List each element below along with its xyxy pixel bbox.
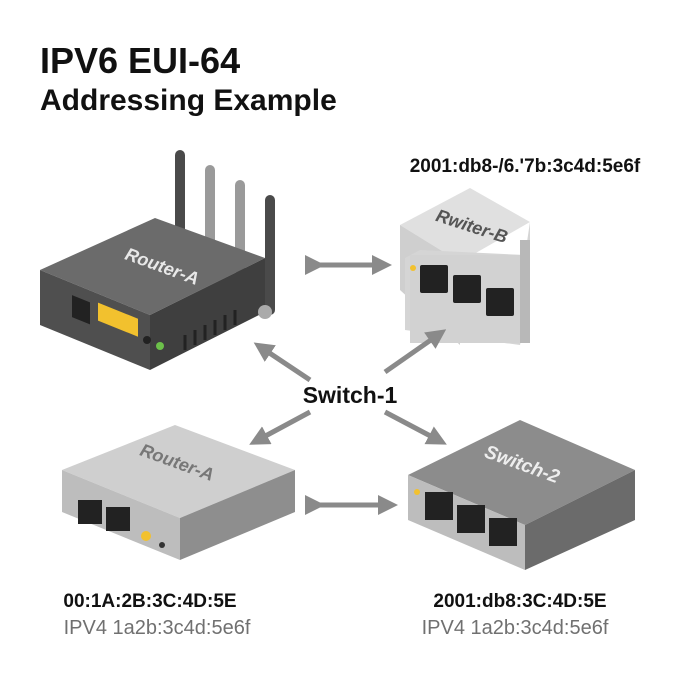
switch-1-label: Switch-1 <box>303 382 398 408</box>
switch-bottom-ipv4: IPV4 1a2b:3c4d:5e6f <box>422 617 609 639</box>
switch-top-address: 2001:db8-/6.'7b:3c4d:5e6f <box>410 156 641 177</box>
arrow-to-router-top <box>253 342 312 383</box>
arrow-to-router-bottom <box>249 409 312 445</box>
title-line-1: IPV6 EUI-64 <box>40 40 241 81</box>
router-a-bottom[interactable]: Router-A <box>62 425 295 560</box>
router-a-top[interactable]: Router-A <box>40 150 275 370</box>
router-bottom-ipv4: IPV4 1a2b:3c4d:5e6f <box>64 617 251 639</box>
arrow-to-switch-2 <box>383 409 447 445</box>
title-line-2: Addressing Example <box>40 84 337 117</box>
switch-2[interactable]: Switch-2 <box>408 420 635 570</box>
router-bottom-mac: 00:1A:2B:3C:4D:5E <box>63 591 236 612</box>
rwiter-b-switch[interactable]: Rwiter-B <box>400 188 530 345</box>
arrow-to-rwiter-b <box>383 329 447 375</box>
connection-arrows <box>249 255 447 515</box>
switch-bottom-address: 2001:db8:3C:4D:5E <box>433 591 606 612</box>
